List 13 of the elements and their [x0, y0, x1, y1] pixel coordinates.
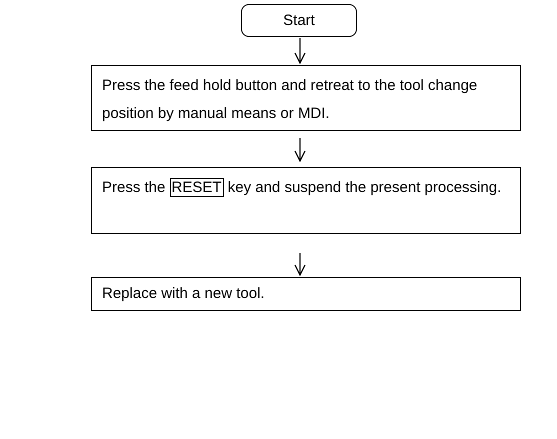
key-label: RESET [170, 178, 224, 197]
process-box [91, 65, 521, 131]
terminal-label: Start [282, 11, 316, 31]
start-terminal [241, 4, 357, 37]
step-text: Press the [102, 179, 166, 196]
step-text: Press the feed hold button and retreat to the tool change position by manual means or MDI. [102, 76, 478, 124]
arrow [294, 38, 306, 64]
step-text: key and suspend the present processing. [228, 179, 502, 196]
step-text: Replace with a new tool. [102, 284, 266, 304]
process-box [91, 277, 521, 311]
arrow [294, 138, 306, 162]
process-box [91, 167, 521, 234]
arrow [294, 253, 306, 276]
